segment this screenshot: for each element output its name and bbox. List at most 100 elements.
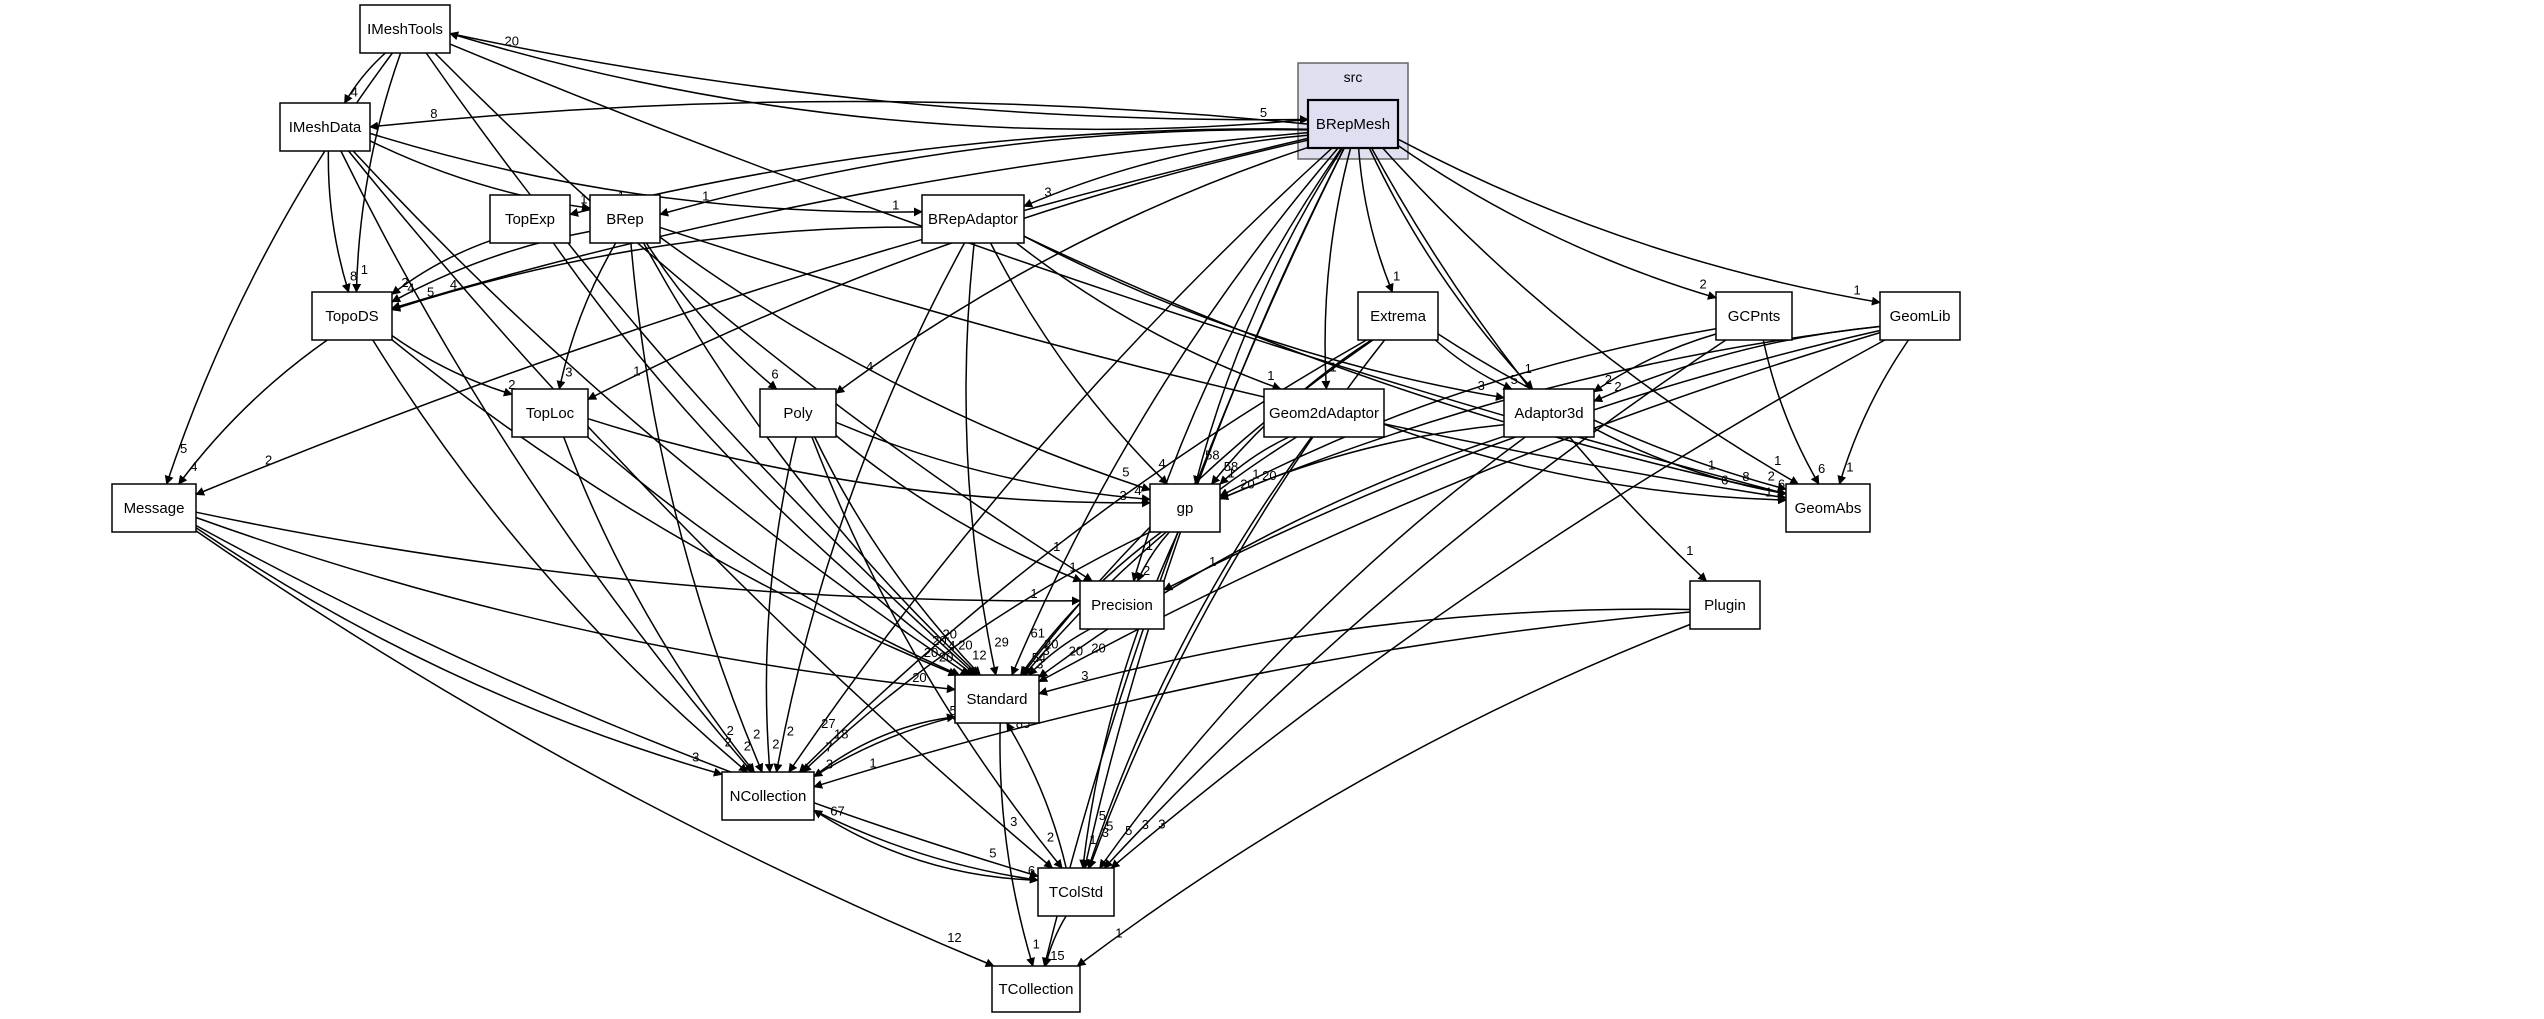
- edge-label-GeomLib-to-GeomAbs[interactable]: 1: [1846, 460, 1853, 475]
- edge-label-BRepMesh-to-Extrema[interactable]: 1: [1393, 269, 1400, 284]
- edge-label-TopoDS-to-Standard[interactable]: 20: [924, 645, 938, 660]
- node-IMeshData[interactable]: IMeshData: [279, 102, 371, 152]
- edge-label-BRepMesh-to-BRepAdaptor[interactable]: 3: [1044, 184, 1051, 199]
- node-Plugin[interactable]: Plugin: [1689, 580, 1761, 630]
- edge-label-TopLoc-to-NCollection[interactable]: 2: [744, 739, 751, 754]
- edge-label-Message-to-Standard[interactable]: 20: [912, 670, 926, 685]
- edge-label-gp-to-Precision[interactable]: 2: [1143, 563, 1150, 578]
- edge-label-gp-to-NCollection[interactable]: 7: [825, 739, 832, 754]
- node-GCPnts[interactable]: GCPnts: [1715, 291, 1793, 341]
- node-NCollection[interactable]: NCollection: [721, 771, 815, 821]
- edge-label-TColStd-to-NCollection[interactable]: 67: [830, 803, 844, 818]
- edge-label-IMeshTools-to-TopoDS[interactable]: 1: [361, 262, 368, 277]
- edge-label-IMeshData-to-TColStd[interactable]: 3: [1010, 814, 1017, 829]
- edge-label-GeomLib-to-Standard[interactable]: 20: [1091, 640, 1105, 655]
- edge-label-Precision-to-Standard[interactable]: 3: [1036, 657, 1043, 672]
- node-Standard[interactable]: Standard: [954, 674, 1040, 724]
- node-IMeshTools[interactable]: IMeshTools: [359, 4, 451, 54]
- edge-label-BRepMesh-to-Adaptor3d[interactable]: 1: [1525, 361, 1532, 376]
- node-Precision[interactable]: Precision: [1079, 580, 1165, 630]
- edge-label-BRepMesh-to-Message[interactable]: 2: [265, 453, 272, 468]
- edge-label-GCPnts-to-Adaptor3d[interactable]: 2: [1605, 372, 1612, 387]
- edge-label-BRep-to-gp[interactable]: 5: [1122, 465, 1129, 480]
- edge-label-Extrema-to-gp[interactable]: 58: [1224, 459, 1238, 474]
- edge-label-Poly-to-Standard[interactable]: 12: [972, 647, 986, 662]
- edge-label-GeomLib-to-Precision[interactable]: 1: [1209, 554, 1216, 569]
- edge-label-BRepAdaptor-to-TopoDS[interactable]: 5: [427, 285, 434, 300]
- edge-label-IMeshData-to-TopoDS[interactable]: 8: [350, 269, 357, 284]
- edge-label-Plugin-to-NCollection[interactable]: 1: [869, 756, 876, 771]
- edge-label-TColStd-to-TCollection[interactable]: 15: [1050, 948, 1064, 963]
- edge-label-TopLoc-to-Standard[interactable]: 20: [939, 649, 953, 664]
- edge-label-TopLoc-to-gp[interactable]: 3: [1120, 488, 1127, 503]
- edge-label-BRepMesh-to-NCollection[interactable]: 27: [821, 716, 835, 731]
- edge-label-BRepAdaptor-to-NCollection[interactable]: 2: [787, 724, 794, 739]
- edge-label-Plugin-to-TCollection[interactable]: 1: [1115, 926, 1122, 941]
- edge-label-Poly-to-Precision[interactable]: 1: [1069, 560, 1076, 575]
- edge-label-Adaptor3d-to-GeomAbs[interactable]: 6: [1778, 477, 1785, 492]
- edge-label-IMeshData-to-BRep[interactable]: 1: [580, 191, 587, 206]
- edge-label-BRepMesh-to-GeomAbs[interactable]: 1: [1774, 453, 1781, 468]
- edge-label-BRepMesh-to-IMeshData[interactable]: 8: [430, 106, 437, 121]
- edge-label-BRepMesh-to-TColStd[interactable]: 5: [1099, 808, 1106, 823]
- edge-label-TopoDS-to-TopLoc[interactable]: 2: [508, 377, 515, 392]
- edge-label-IMeshTools-to-Message[interactable]: 5: [180, 441, 187, 456]
- node-Geom2dAdaptor[interactable]: Geom2dAdaptor: [1263, 388, 1385, 438]
- node-Poly[interactable]: Poly: [759, 388, 837, 438]
- edge-label-BRep-to-TopoDS[interactable]: 4: [407, 281, 414, 296]
- node-TopExp[interactable]: TopExp: [489, 194, 571, 244]
- edge-label-Message-to-TCollection[interactable]: 12: [947, 930, 961, 945]
- edge-label-BRepMesh-to-TopLoc[interactable]: 1: [633, 363, 640, 378]
- edge-label-BRepMesh-to-GCPnts[interactable]: 2: [1700, 277, 1707, 292]
- edge-label-Poly-to-NCollection[interactable]: 2: [772, 737, 779, 752]
- edge-label-GeomLib-to-Adaptor3d[interactable]: 2: [1614, 379, 1621, 394]
- edge-label-Poly-to-gp[interactable]: 4: [1134, 483, 1141, 498]
- node-BRep[interactable]: BRep: [589, 194, 661, 244]
- edge-label-NCollection-to-TColStd[interactable]: 6: [1028, 863, 1035, 878]
- node-GeomAbs[interactable]: GeomAbs: [1785, 483, 1871, 533]
- edge-label-BRep-to-NCollection[interactable]: 2: [753, 727, 760, 742]
- edge-label-GCPnts-to-gp[interactable]: 1: [1252, 466, 1259, 481]
- edge-label-IMeshData-to-BRepAdaptor[interactable]: 1: [892, 197, 899, 212]
- node-TCollection[interactable]: TCollection: [991, 965, 1081, 1013]
- node-TopLoc[interactable]: TopLoc: [511, 388, 589, 438]
- edge-label-Poly-to-TColStd[interactable]: 2: [1047, 830, 1054, 845]
- node-Adaptor3d[interactable]: Adaptor3d: [1503, 388, 1595, 438]
- edge-label-TopExp-to-TopoDS[interactable]: 2: [401, 275, 408, 290]
- node-BRepMesh[interactable]: BRepMesh: [1306, 98, 1400, 150]
- node-Extrema[interactable]: Extrema: [1357, 291, 1439, 341]
- edge-label-IMeshTools-to-IMeshData[interactable]: 4: [351, 85, 358, 100]
- node-TColStd[interactable]: TColStd: [1037, 867, 1115, 917]
- node-GeomLib[interactable]: GeomLib: [1879, 291, 1961, 341]
- edge-label-Message-to-TColStd[interactable]: 5: [989, 845, 996, 860]
- node-gp[interactable]: gp: [1149, 483, 1221, 533]
- edge-label-TopoDS-to-Message[interactable]: 4: [190, 459, 197, 474]
- edge-label-GCPnts-to-TColStd[interactable]: 3: [1142, 817, 1149, 832]
- node-TopoDS[interactable]: TopoDS: [311, 291, 393, 341]
- node-Message[interactable]: Message: [111, 483, 197, 533]
- edge-label-BRepMesh-to-BRep[interactable]: 1: [702, 189, 709, 204]
- edge-label-BRepMesh-to-Plugin[interactable]: 1: [1686, 543, 1693, 558]
- edge-label-TopExp-to-Standard[interactable]: 4: [948, 638, 955, 653]
- edge-label-Extrema-to-NCollection[interactable]: 18: [834, 727, 848, 742]
- edge-label-Adaptor3d-to-Standard[interactable]: 20: [1069, 643, 1083, 658]
- edge-label-Geom2dAdaptor-to-Standard[interactable]: 3: [1043, 643, 1050, 658]
- edge-label-Adaptor3d-to-TColStd[interactable]: 5: [1125, 823, 1132, 838]
- edge-label-BRep-to-Poly[interactable]: 6: [771, 367, 778, 382]
- edge-label-Extrema-to-GeomAbs[interactable]: 2: [1768, 468, 1775, 483]
- edge-label-BRepAdaptor-to-Standard[interactable]: 29: [994, 634, 1008, 649]
- edge-label-BRepMesh-to-IMeshTools[interactable]: 20: [505, 34, 519, 49]
- edge-label-GeomLib-to-TColStd[interactable]: 3: [1158, 817, 1165, 832]
- edge-label-IMeshTools-to-GeomAbs[interactable]: 1: [1708, 457, 1715, 472]
- edge-label-BRepAdaptor-to-GeomAbs[interactable]: 8: [1742, 469, 1749, 484]
- edge-label-BRepMesh-to-Poly[interactable]: 4: [866, 359, 873, 374]
- edge-label-Geom2dAdaptor-to-TColStd[interactable]: 3: [1102, 825, 1109, 840]
- edge-label-gp-to-TColStd[interactable]: 1: [1089, 832, 1096, 847]
- edge-label-GeomLib-to-gp[interactable]: 20: [1262, 468, 1276, 483]
- edge-label-Plugin-to-Standard[interactable]: 3: [1081, 668, 1088, 683]
- edge-label-BRepMesh-to-GeomLib[interactable]: 1: [1854, 282, 1861, 297]
- edge-label-IMeshData-to-NCollection[interactable]: 2: [727, 723, 734, 738]
- edge-label-BRep-to-TopLoc[interactable]: 3: [565, 365, 572, 380]
- edge-label-BRepMesh-to-Standard[interactable]: 61: [1031, 625, 1045, 640]
- edge-label-IMeshTools-to-BRepMesh[interactable]: 5: [1260, 105, 1267, 120]
